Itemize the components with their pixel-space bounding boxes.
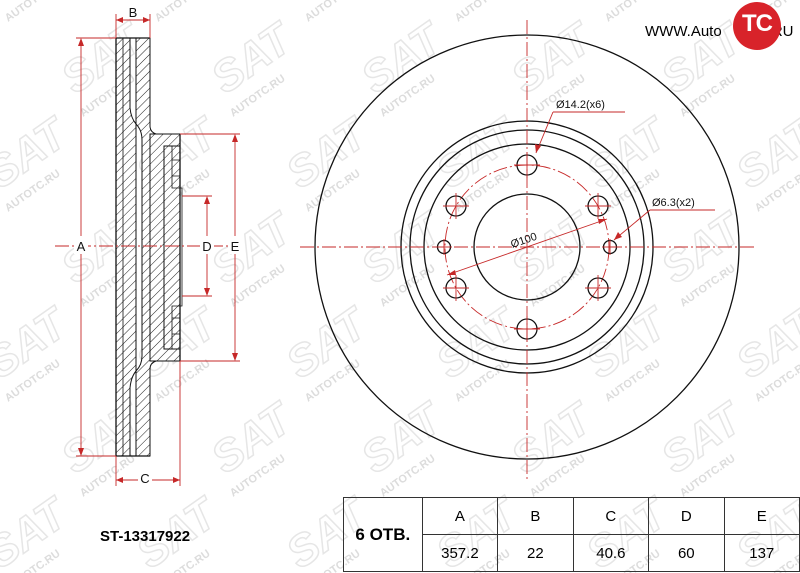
dimension-b: B xyxy=(115,5,151,38)
spec-table-header-row: 6 ОТВ. A B C D E xyxy=(343,497,800,572)
spec-table: 6 ОТВ. A B C D E 357.2 22 40.6 60 137 xyxy=(343,497,800,572)
center-bore xyxy=(473,193,581,301)
callout-stud-holes: Ø14.2(x6) xyxy=(535,99,625,154)
spec-header-a: A xyxy=(421,497,499,535)
callout-pin-holes-label: Ø6.3(x2) xyxy=(652,197,695,209)
watermark-brand: SAT xyxy=(578,108,678,199)
disc-outer-edge xyxy=(314,34,740,460)
autotc-logo: TC xyxy=(733,2,781,50)
watermark-brand: SAT xyxy=(203,393,303,484)
spec-value-e: 137 xyxy=(723,534,800,572)
dimension-d: D xyxy=(182,195,214,297)
dimension-c: C xyxy=(115,361,181,486)
watermark-brand: SAT xyxy=(203,203,303,294)
holes-count-cell: 6 ОТВ. xyxy=(343,497,423,572)
pin-holes xyxy=(436,239,618,255)
spec-header-d: D xyxy=(648,497,725,535)
autotc-logo-text: TC xyxy=(742,10,773,37)
watermark-brand: SAT xyxy=(278,108,378,199)
dimension-a: A xyxy=(74,37,116,457)
spec-header-c: C xyxy=(572,497,650,535)
stud-holes xyxy=(442,152,612,342)
watermark-brand: SAT xyxy=(278,298,378,389)
front-view: Ø14.2(x6) Ø6.3(x2) Ø100 xyxy=(300,20,755,480)
watermark-brand: SAT xyxy=(503,393,603,484)
dimension-d-label: D xyxy=(202,239,211,254)
side-view-friction-ring xyxy=(115,37,137,457)
watermark-brand: SAT xyxy=(428,298,528,389)
spec-table-value-row: 357.2 22 40.6 60 137 xyxy=(344,534,800,572)
side-view: A B C D xyxy=(55,5,242,486)
watermark-brand: SAT xyxy=(0,393,3,484)
spec-value-c: 40.6 xyxy=(572,534,650,572)
part-number: ST-13317922 xyxy=(100,528,191,545)
watermark-brand: SAT xyxy=(353,13,453,104)
dimension-c-label: C xyxy=(140,471,149,486)
watermark-brand: SAT xyxy=(203,13,303,104)
spec-header-b: B xyxy=(497,497,574,535)
watermark-brand: SAT xyxy=(0,203,3,294)
watermark-brand: SAT xyxy=(503,13,603,104)
brand-url-prefix: WWW.Auto xyxy=(645,23,722,40)
watermark-brand: SAT xyxy=(578,298,678,389)
spec-value-d: 60 xyxy=(648,534,725,572)
spec-value-b: 22 xyxy=(497,534,574,572)
dimension-e: E xyxy=(180,133,242,362)
dimension-e-label: E xyxy=(231,239,240,254)
spec-value-a: 357.2 xyxy=(421,534,499,572)
dimension-b-label: B xyxy=(129,5,138,20)
callout-pin-holes: Ø6.3(x2) xyxy=(613,197,715,241)
watermark-brand: SAT xyxy=(653,203,753,294)
dimension-a-label: A xyxy=(77,239,86,254)
watermark-brand: SAT xyxy=(53,203,153,294)
watermark-brand: SAT xyxy=(353,393,453,484)
watermark-brand: SAT xyxy=(0,13,3,104)
callout-stud-holes-label: Ø14.2(x6) xyxy=(556,99,605,111)
spec-header-e: E xyxy=(723,497,800,535)
